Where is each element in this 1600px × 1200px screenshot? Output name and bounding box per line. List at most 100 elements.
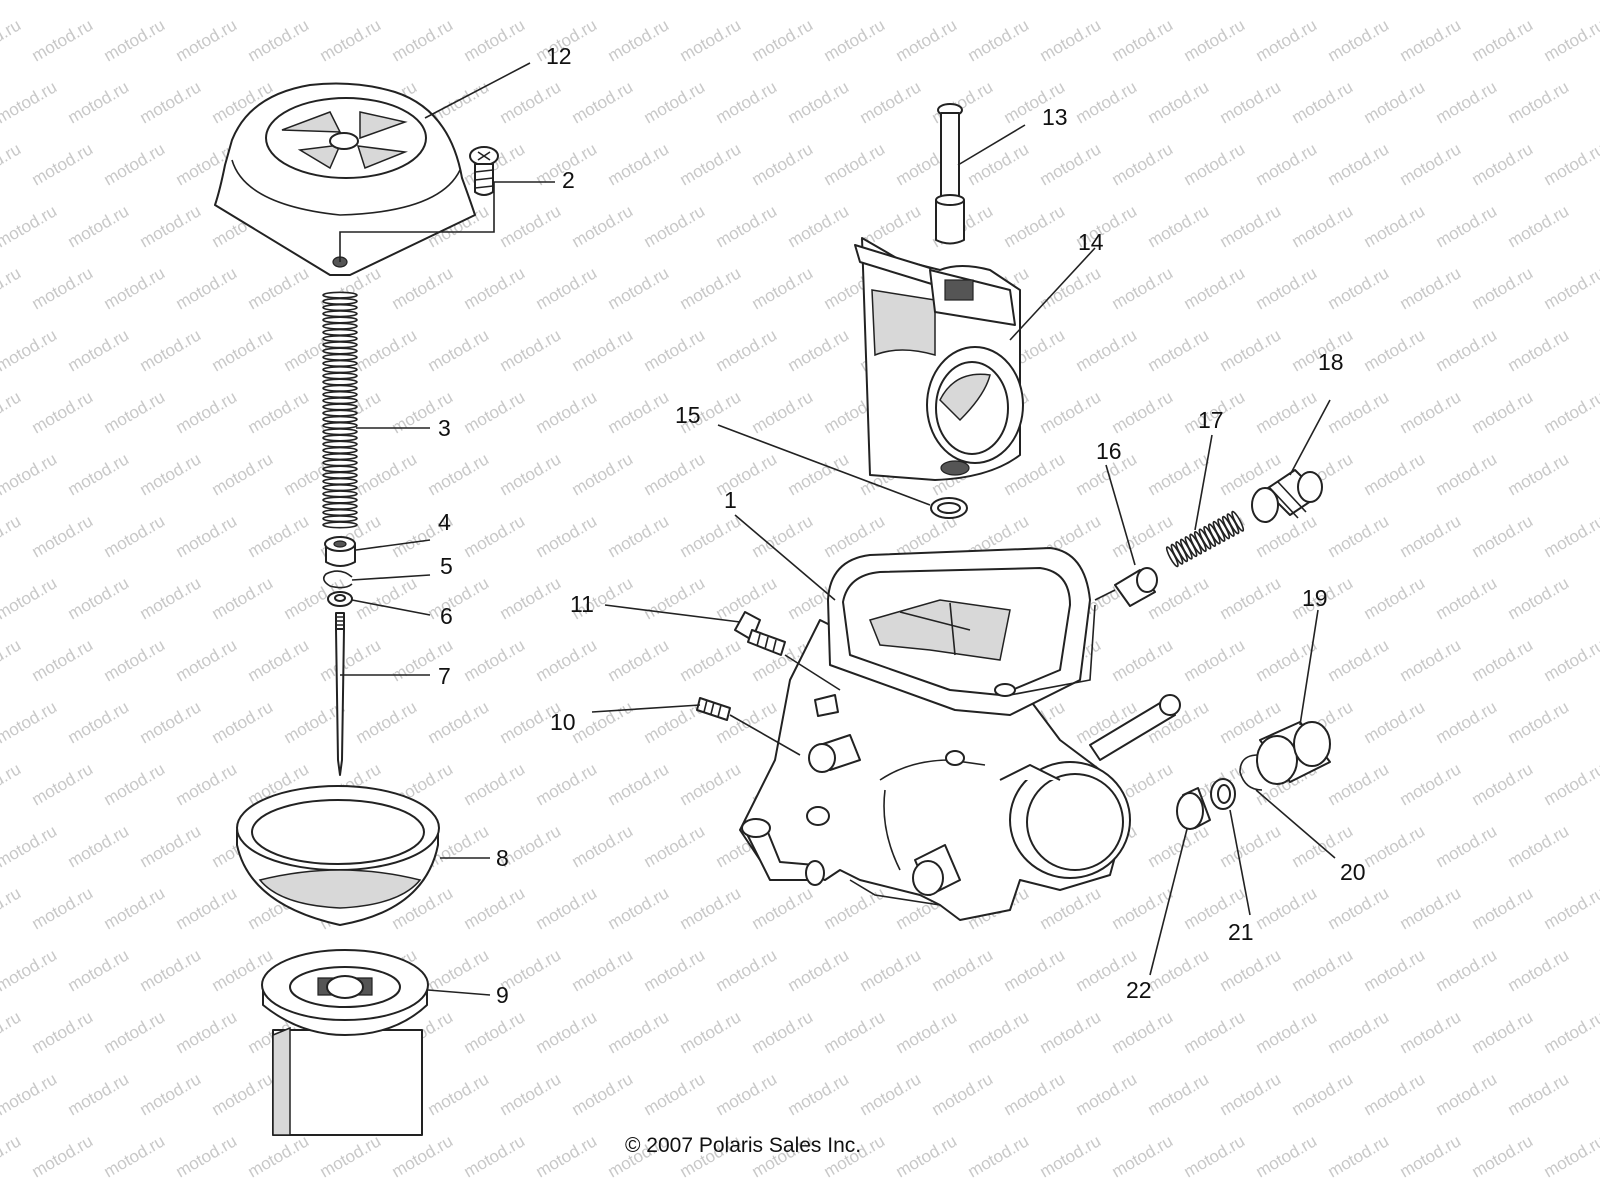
watermark-text: motod.ru	[1109, 387, 1177, 437]
watermark-text: motod.ru	[461, 15, 529, 65]
part-10-set-screw	[696, 697, 731, 721]
spring-coil	[322, 303, 358, 312]
watermark-text: motod.ru	[209, 449, 277, 499]
watermark-text: motod.ru	[245, 387, 313, 437]
watermark-text: motod.ru	[1073, 0, 1141, 3]
watermark-text: motod.ru	[0, 635, 24, 685]
watermark-text: motod.ru	[101, 635, 169, 685]
callout-14: 14	[1078, 229, 1104, 255]
watermark-text: motod.ru	[29, 511, 97, 561]
watermark-text: motod.ru	[353, 573, 421, 623]
watermark-text: motod.ru	[29, 1007, 97, 1057]
watermark-text: motod.ru	[1289, 0, 1357, 3]
callout-5: 5	[440, 553, 453, 579]
callout-4: 4	[438, 509, 451, 535]
watermark-text: motod.ru	[497, 77, 565, 127]
spring-coil	[322, 347, 358, 355]
watermark-text: motod.ru	[1325, 15, 1393, 65]
spring-coil	[322, 397, 358, 405]
watermark-text: motod.ru	[497, 325, 565, 375]
watermark-text: motod.ru	[1469, 139, 1537, 189]
spring-coil	[322, 502, 358, 510]
spring-coil	[322, 415, 358, 423]
watermark-text: motod.ru	[173, 15, 241, 65]
watermark-text: motod.ru	[605, 635, 673, 685]
spring-coil	[322, 316, 358, 324]
watermark-text: motod.ru	[0, 511, 24, 561]
watermark-text: motod.ru	[1397, 759, 1465, 809]
watermark-text: motod.ru	[641, 201, 709, 251]
watermark-text: motod.ru	[1541, 387, 1600, 437]
watermark-text: motod.ru	[1505, 697, 1573, 747]
part-4-spring-seat	[324, 536, 356, 567]
watermark-text: motod.ru	[749, 139, 817, 189]
watermark-text: motod.ru	[65, 697, 133, 747]
watermark-text: motod.ru	[1181, 1131, 1249, 1181]
watermark-text: motod.ru	[1181, 15, 1249, 65]
watermark-text: motod.ru	[497, 449, 565, 499]
watermark-text: motod.ru	[965, 1007, 1033, 1057]
watermark-text: motod.ru	[605, 139, 673, 189]
watermark-text: motod.ru	[1217, 945, 1285, 995]
watermark-text: motod.ru	[1109, 883, 1177, 933]
watermark-text: motod.ru	[1397, 139, 1465, 189]
spring-coil	[322, 310, 358, 318]
watermark-text: motod.ru	[1361, 697, 1429, 747]
watermark-text: motod.ru	[281, 0, 349, 3]
watermark-text: motod.ru	[1397, 883, 1465, 933]
watermark-text: motod.ru	[101, 1131, 169, 1181]
watermark-text: motod.ru	[605, 387, 673, 437]
watermark-text: motod.ru	[1505, 821, 1573, 871]
watermark-text: motod.ru	[1469, 883, 1537, 933]
spring-coil	[322, 521, 358, 529]
watermark-text: motod.ru	[137, 325, 205, 375]
callout-15: 15	[675, 402, 701, 428]
watermark-text: motod.ru	[677, 759, 745, 809]
watermark-text: motod.ru	[821, 1007, 889, 1057]
watermark-text: motod.ru	[1433, 945, 1501, 995]
watermark-text: motod.ru	[1037, 883, 1105, 933]
watermark-text: motod.ru	[137, 945, 205, 995]
watermark-text: motod.ru	[929, 0, 997, 3]
watermark-text: motod.ru	[677, 263, 745, 313]
watermark-text: motod.ru	[1181, 635, 1249, 685]
watermark-text: motod.ru	[245, 15, 313, 65]
watermark-text: motod.ru	[1217, 325, 1285, 375]
watermark-text: motod.ru	[533, 387, 601, 437]
watermark-text: motod.ru	[65, 945, 133, 995]
watermark-text: motod.ru	[0, 325, 60, 375]
watermark-text: motod.ru	[1217, 0, 1285, 3]
watermark-text: motod.ru	[1109, 1131, 1177, 1181]
watermark-text: motod.ru	[1253, 1007, 1321, 1057]
watermark-text: motod.ru	[1325, 139, 1393, 189]
leader-lines	[339, 62, 1336, 996]
callout-3: 3	[438, 415, 451, 441]
watermark-text: motod.ru	[533, 1131, 601, 1181]
watermark-text: motod.ru	[1469, 387, 1537, 437]
watermark-text: motod.ru	[1145, 201, 1213, 251]
watermark-text: motod.ru	[749, 387, 817, 437]
watermark-text: motod.ru	[821, 883, 889, 933]
watermark-text: motod.ru	[1469, 1131, 1537, 1181]
watermark-text: motod.ru	[1397, 511, 1465, 561]
part-13-plunger	[935, 103, 965, 245]
watermark-text: motod.ru	[1145, 945, 1213, 995]
watermark-text: motod.ru	[569, 945, 637, 995]
watermark-text: motod.ru	[749, 511, 817, 561]
part-8-diaphragm	[236, 785, 440, 926]
watermark-text: motod.ru	[173, 1131, 241, 1181]
watermark-text: motod.ru	[1505, 0, 1573, 3]
watermark-text: motod.ru	[497, 1069, 565, 1119]
watermark-text: motod.ru	[1253, 15, 1321, 65]
spring-coil	[322, 471, 358, 479]
watermark-text: motod.ru	[497, 201, 565, 251]
watermark-text: motod.ru	[137, 821, 205, 871]
spring-coil	[322, 366, 358, 374]
watermark-text: motod.ru	[1253, 883, 1321, 933]
watermark-text: motod.ru	[461, 1131, 529, 1181]
watermark-text: motod.ru	[1037, 139, 1105, 189]
copyright-notice: © 2007 Polaris Sales Inc.	[625, 1134, 861, 1157]
watermark-text: motod.ru	[713, 1069, 781, 1119]
watermark-text: motod.ru	[1325, 263, 1393, 313]
part-16-plunger	[1094, 567, 1158, 607]
